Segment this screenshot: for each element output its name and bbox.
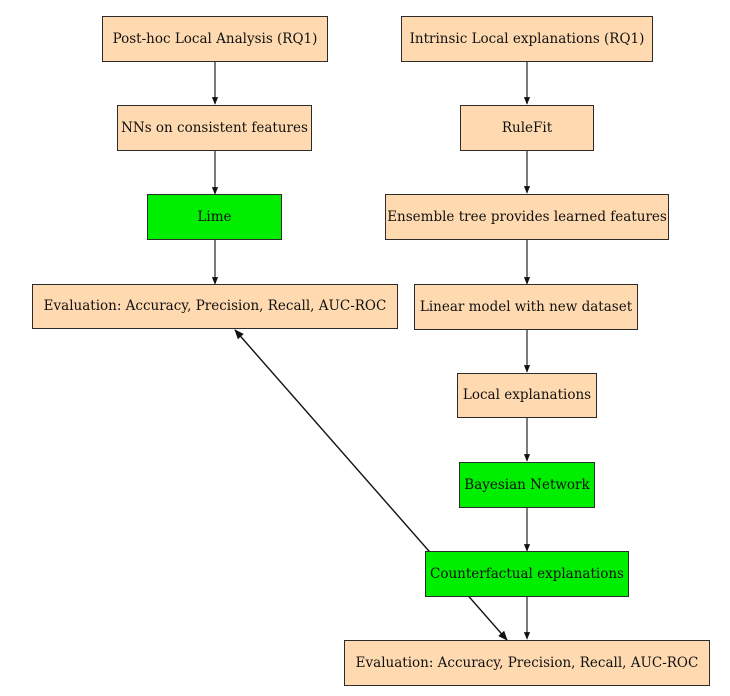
node-posthoc-analysis: Post-hoc Local Analysis (RQ1) — [102, 16, 328, 62]
node-evaluation-left: Evaluation: Accuracy, Precision, Recall,… — [32, 284, 398, 329]
node-counterfactual-explanations: Counterfactual explanations — [425, 551, 629, 597]
node-intrinsic-explanations: Intrinsic Local explanations (RQ1) — [401, 16, 653, 62]
node-ensemble-tree: Ensemble tree provides learned features — [385, 194, 669, 240]
node-linear-model: Linear model with new dataset — [414, 284, 638, 330]
node-local-explanations: Local explanations — [457, 373, 597, 418]
node-bayesian-network: Bayesian Network — [459, 462, 595, 508]
node-lime: Lime — [147, 194, 282, 240]
node-evaluation-right: Evaluation: Accuracy, Precision, Recall,… — [344, 640, 710, 686]
node-rulefit: RuleFit — [460, 105, 594, 151]
node-nns-features: NNs on consistent features — [117, 105, 312, 151]
